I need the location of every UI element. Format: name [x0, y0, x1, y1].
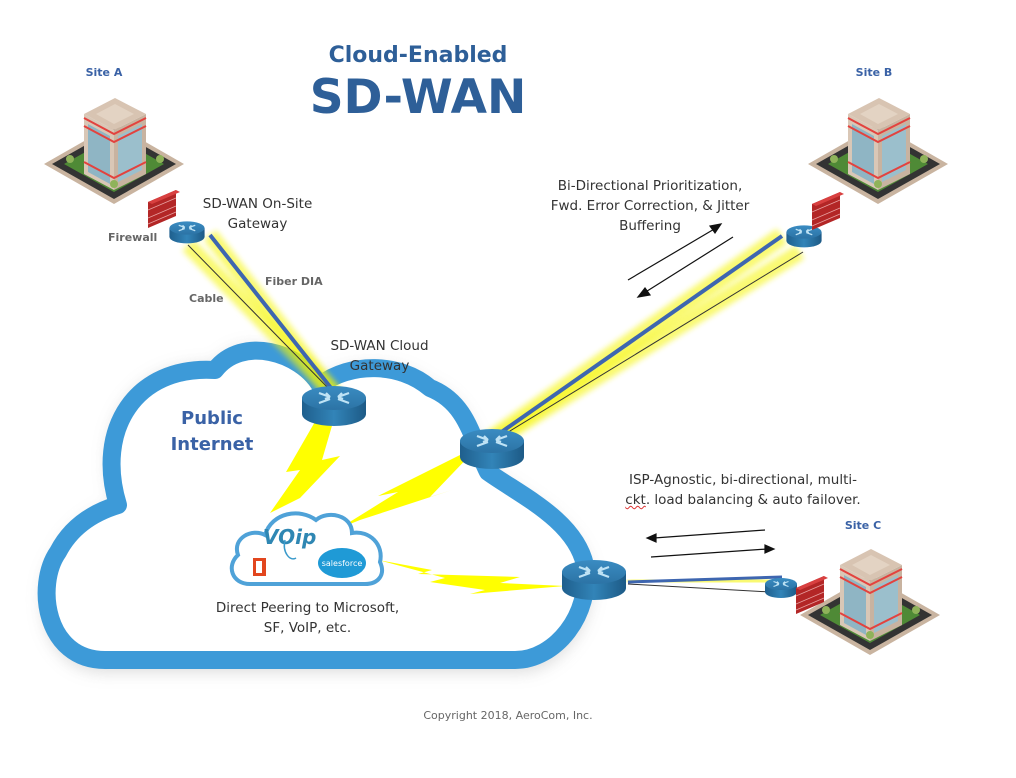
stethoscope-icon — [283, 539, 297, 560]
site-c-label: Site C — [844, 519, 882, 532]
site-b-links — [484, 228, 805, 449]
site-b-building-icon — [807, 97, 949, 205]
peering-label: Direct Peering to Microsoft, SF, VoIP, e… — [205, 598, 410, 638]
site-c-fiber-link — [627, 575, 783, 584]
prioritization-line3: Buffering — [619, 218, 681, 234]
title-line2: SD-WAN — [309, 70, 527, 125]
isp-line2-rest: . load balancing & auto failover. — [645, 492, 861, 508]
onsite-gateway-line1: SD-WAN On-Site — [202, 196, 313, 212]
cloud-gateway-router-1 — [300, 384, 368, 428]
cable-link — [187, 244, 334, 394]
lightning-bolt-2 — [340, 450, 475, 528]
prioritization-line1: Bi-Directional Prioritization, — [557, 178, 743, 194]
public-internet-label: Public Internet — [162, 406, 262, 458]
isp-line2: ckt. load balancing & auto failover. — [618, 490, 868, 510]
site-c-links — [627, 572, 783, 593]
site-b-onsite-router — [785, 224, 823, 249]
peering-line1: Direct Peering to Microsoft, — [215, 600, 400, 616]
saas-peering-cloud: VOip salesforce — [229, 511, 385, 586]
onsite-gateway-label: SD-WAN On-Site Gateway — [200, 194, 315, 234]
site-b-cable-link — [491, 251, 804, 443]
site-a-building-icon — [43, 97, 185, 205]
site-c-cable-link — [627, 583, 771, 593]
site-a-label: Site A — [85, 66, 123, 79]
site-b-fiber-link — [488, 234, 784, 442]
salesforce-logo-text: salesforce — [322, 559, 363, 568]
cloud-gateway-line1: SD-WAN Cloud — [330, 338, 429, 354]
site-b-firewall-icon — [811, 191, 845, 231]
title-line1: Cloud-Enabled — [328, 43, 508, 68]
firewall-label: Firewall — [108, 231, 158, 244]
lightning-bolt-3 — [378, 560, 565, 594]
public-internet-line2: Internet — [170, 434, 254, 455]
site-b-label: Site B — [855, 66, 893, 79]
cloud-gateway-label: SD-WAN Cloud Gateway — [322, 336, 437, 376]
isp-agnostic-label: ISP-Agnostic, bi-directional, multi- ckt… — [618, 470, 868, 510]
bidirectional-arrows-upper — [627, 223, 734, 298]
lightning-bolt-1 — [270, 412, 340, 513]
public-internet-line1: Public — [181, 408, 243, 429]
peering-line2: SF, VoIP, etc. — [263, 620, 352, 636]
prioritization-line2: Fwd. Error Correction, & Jitter — [550, 198, 750, 214]
onsite-gateway-line2: Gateway — [227, 216, 288, 232]
copyright-text: Copyright 2018, AeroCom, Inc. — [423, 709, 593, 722]
voip-logo: VOip — [263, 525, 316, 549]
isp-line2-misspelled: ckt — [625, 492, 646, 508]
prioritization-label: Bi-Directional Prioritization, Fwd. Erro… — [540, 176, 760, 236]
fiber-dia-link — [208, 233, 337, 395]
isp-line1: ISP-Agnostic, bi-directional, multi- — [628, 472, 857, 488]
cloud-gateway-line2: Gateway — [349, 358, 410, 374]
site-c-onsite-router — [764, 577, 798, 599]
site-a-links — [182, 230, 342, 401]
cable-label: Cable — [189, 292, 224, 305]
cloud-gateway-router-3 — [560, 558, 628, 602]
salesforce-logo — [318, 548, 366, 578]
bidirectional-arrows-lower — [645, 529, 776, 558]
cloud-gateway-router-2 — [458, 427, 526, 471]
fiber-dia-label: Fiber DIA — [265, 275, 323, 288]
site-a-firewall-icon — [147, 189, 181, 229]
